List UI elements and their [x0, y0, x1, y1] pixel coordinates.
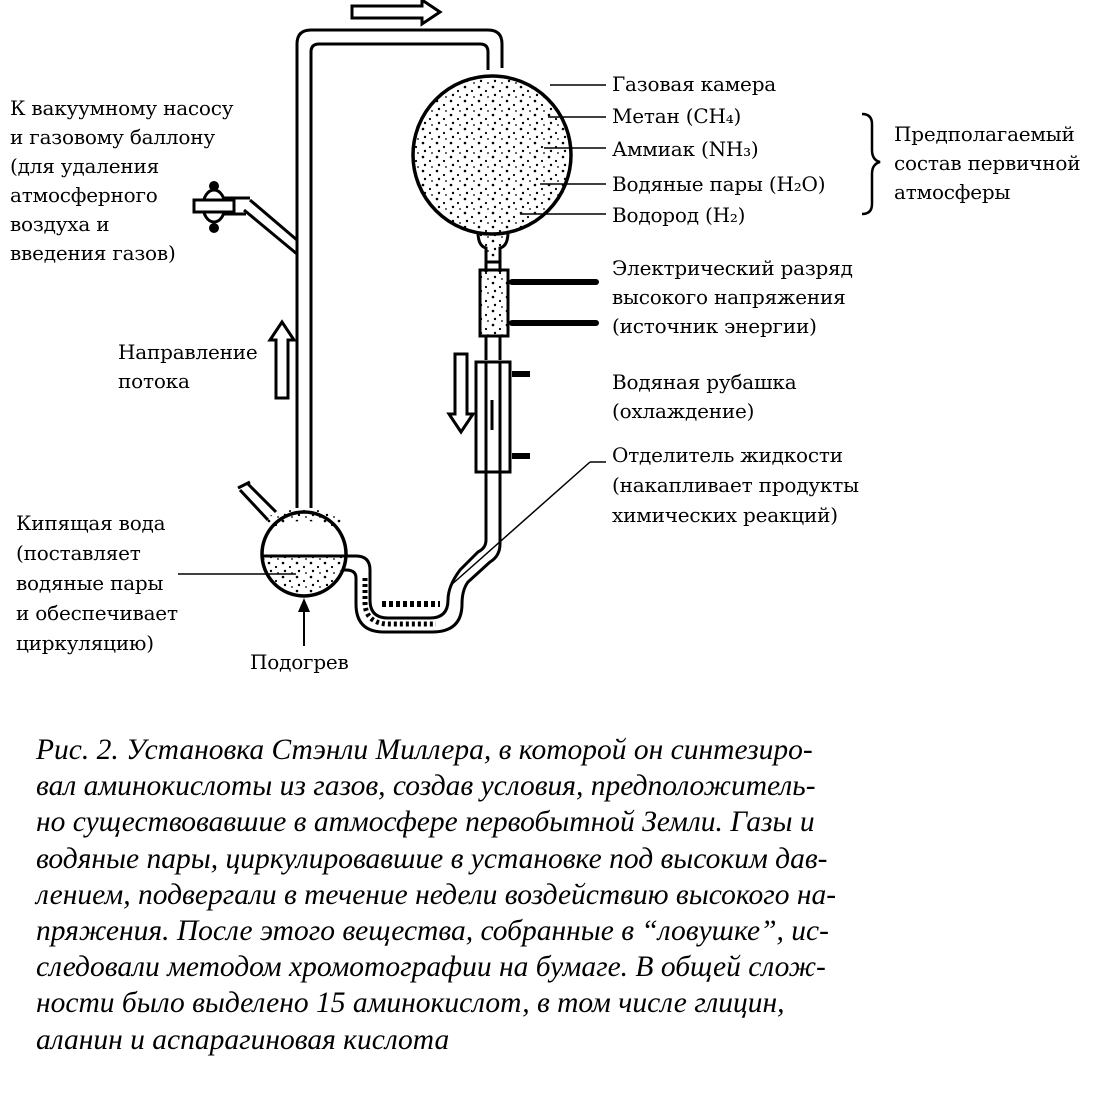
gas-chamber-label: Газовая камера — [612, 72, 777, 96]
return-u-tube — [334, 472, 502, 634]
flow-direction-label: Направление потока — [118, 340, 258, 393]
water-vapor-label: Водяные пары (H₂O) — [612, 172, 826, 196]
electrode-chamber — [478, 262, 510, 360]
liquid-separator-label: Отделитель жидкости (накапливает продукт… — [612, 443, 859, 527]
miller-apparatus-diagram — [178, 0, 881, 646]
up-flow-arrow-icon — [267, 319, 297, 400]
primary-atmosphere-label: Предполагаемый состав первичной атмосфер… — [894, 122, 1081, 204]
heating-label: Подогрев — [250, 650, 349, 674]
circulation-tube — [295, 28, 504, 508]
top-flow-arrow-icon — [350, 0, 443, 27]
vacuum-valve-icon — [192, 181, 236, 233]
water-jacket — [474, 360, 512, 474]
boiling-water-label: Кипящая вода (поставляет водяные пары и … — [16, 511, 178, 655]
electrode-icon — [509, 279, 599, 326]
figure-caption: Рис. 2. Установка Стэнли Миллера, в кото… — [36, 734, 837, 1056]
jacket-connector-icon — [512, 371, 530, 459]
water-jacket-label: Водяная рубашка (охлаждение) — [612, 370, 797, 423]
vacuum-label: К вакуумному насосу и газовому баллону (… — [10, 96, 234, 265]
leader-lines — [178, 84, 606, 587]
boiling-flask — [237, 480, 348, 598]
hydrogen-label: Водород (H₂) — [612, 203, 746, 227]
electric-discharge-label: Электрический разряд высокого напряжения… — [612, 256, 853, 338]
ammonia-label: Аммиак (NH₃) — [612, 137, 759, 161]
heating-arrow-icon — [298, 598, 310, 646]
atmosphere-brace — [861, 112, 881, 216]
down-flow-arrow-icon — [446, 352, 476, 435]
methane-label: Метан (CH₄) — [612, 104, 742, 128]
gas-chamber-flask — [411, 74, 573, 264]
